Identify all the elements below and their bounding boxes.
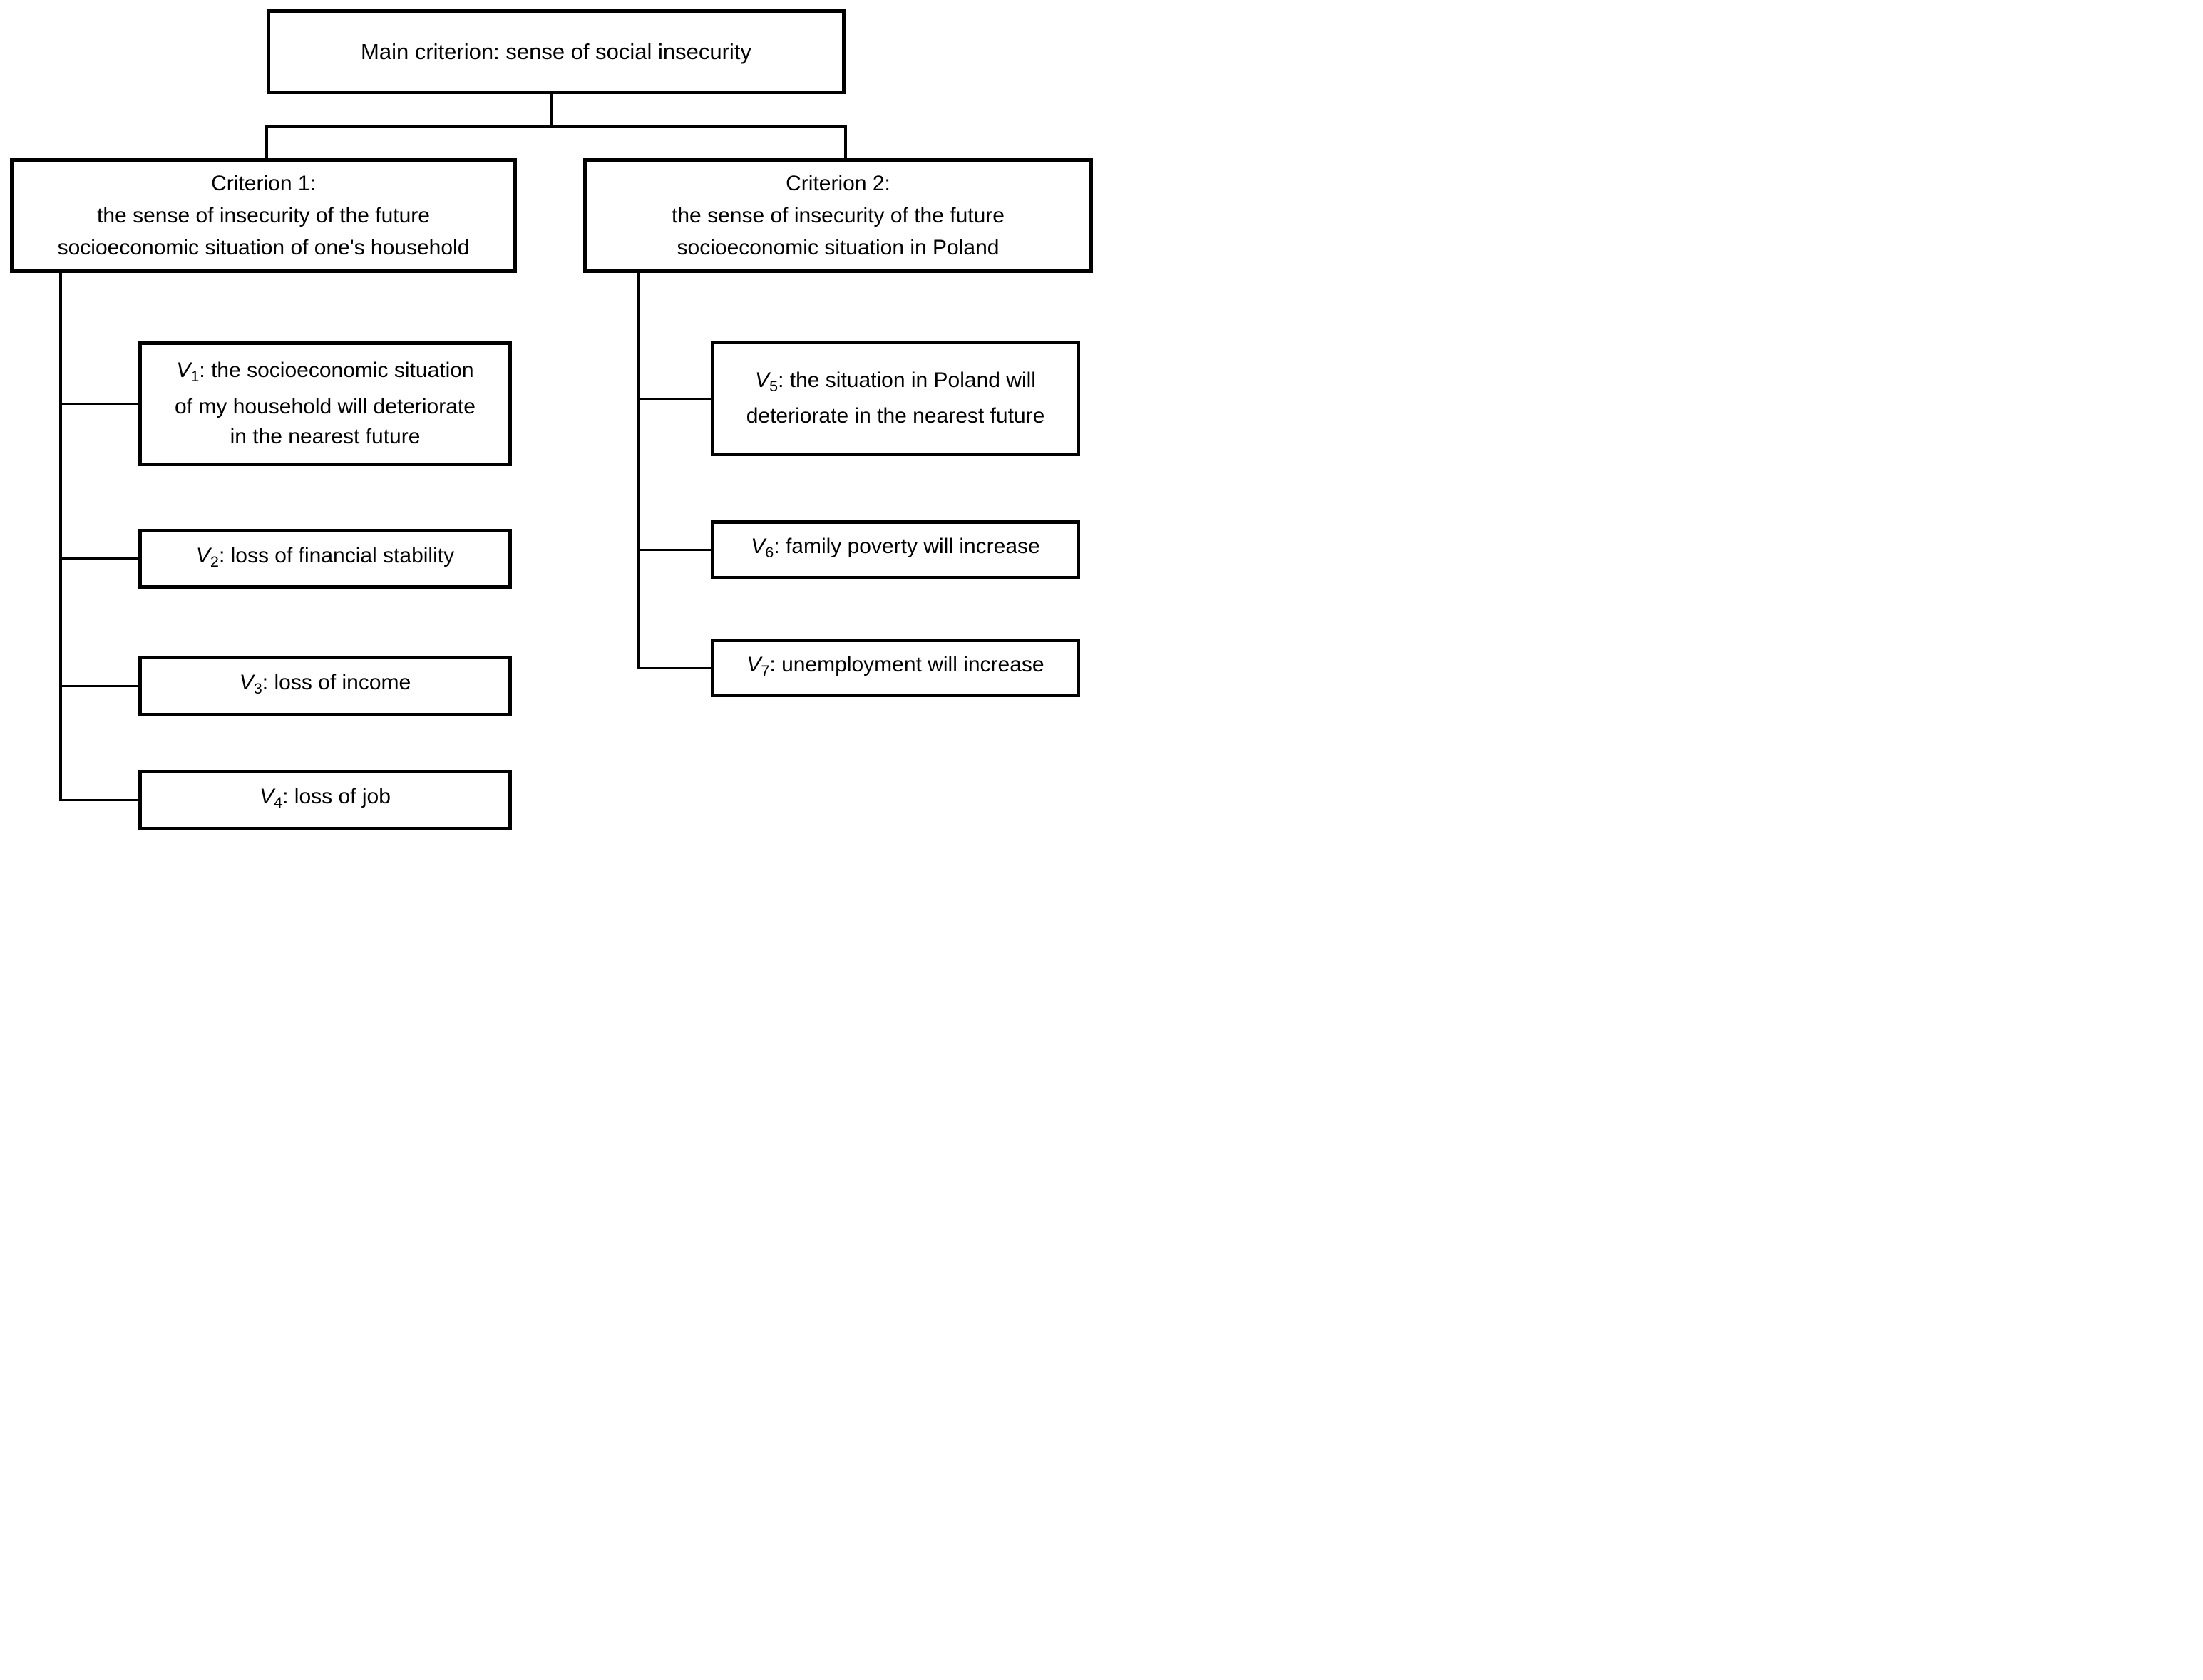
variable-v7-node: V7: unemployment will increase [711,639,1080,697]
connector-root-vertical [550,93,553,127]
variable-subscript: 7 [761,661,770,680]
connector-branch-v3 [59,685,138,687]
connector-trunk-criterion-1 [59,272,62,801]
variable-symbol: V [746,652,761,676]
variable-subscript: 6 [765,543,774,562]
variable-v1-node: V1: the socioeconomic situation of my ho… [138,341,512,466]
connector-branch-v1 [59,403,138,405]
variable-symbol: V [751,535,766,559]
criterion-2-node: Criterion 2: the sense of insecurity of … [583,158,1093,273]
variable-subscript: 3 [253,679,262,698]
connector-branch-v6 [637,549,711,551]
variable-symbol: V [195,543,210,567]
criterion-1-line: Criterion 1: [211,172,316,195]
criterion-1-line: the sense of insecurity of the future [97,204,430,227]
criterion-2-line: Criterion 2: [786,172,890,195]
variable-symbol: V [755,368,770,392]
variable-symbol: V [239,671,254,695]
variable-v5-node: V5: the situation in Poland will deterio… [711,341,1080,456]
variable-text-line: : unemployment will increase [769,652,1044,676]
variable-subscript: 5 [769,377,779,396]
variable-v2-node: V2: loss of financial stability [138,529,512,589]
variable-text-line: : loss of income [262,671,411,695]
variable-subscript: 2 [210,552,219,571]
connector-horizontal-bar [265,125,847,128]
variable-symbol: V [176,359,191,383]
variable-subscript: 1 [190,367,200,386]
variable-text-line: of my household will deteriorate [175,394,476,418]
variable-text-line: : loss of financial stability [218,543,455,567]
criterion-1-line: socioeconomic situation of one's househo… [57,236,470,259]
connector-branch-v4 [59,799,138,801]
connector-trunk-criterion-2 [637,272,640,669]
variable-v6-node: V6: family poverty will increase [711,520,1080,579]
connector-stub-criterion-1 [265,125,268,160]
criterion-2-line: socioeconomic situation in Poland [677,236,1000,259]
criterion-1-node: Criterion 1: the sense of insecurity of … [10,158,517,273]
variable-text-line: : family poverty will increase [774,535,1040,559]
variable-subscript: 4 [274,793,283,812]
variable-text-line: in the nearest future [230,424,421,448]
connector-branch-v5 [637,398,711,400]
variable-text-line: : the situation in Poland will [778,368,1036,392]
connector-branch-v2 [59,557,138,560]
variable-v3-node: V3: loss of income [138,656,512,716]
criterion-2-line: the sense of insecurity of the future [672,204,1005,227]
connector-stub-criterion-2 [844,125,847,160]
connector-branch-v7 [637,667,711,669]
variable-text-line: : the socioeconomic situation [199,359,474,383]
variable-v4-node: V4: loss of job [138,770,512,830]
variable-symbol: V [260,785,274,809]
main-criterion-node: Main criterion: sense of social insecuri… [267,9,846,94]
main-criterion-label: Main criterion: sense of social insecuri… [361,38,751,64]
variable-text-line: deteriorate in the nearest future [746,404,1045,428]
variable-text-line: : loss of job [282,785,391,809]
ahp-hierarchy-diagram: Main criterion: sense of social insecuri… [0,0,1102,840]
